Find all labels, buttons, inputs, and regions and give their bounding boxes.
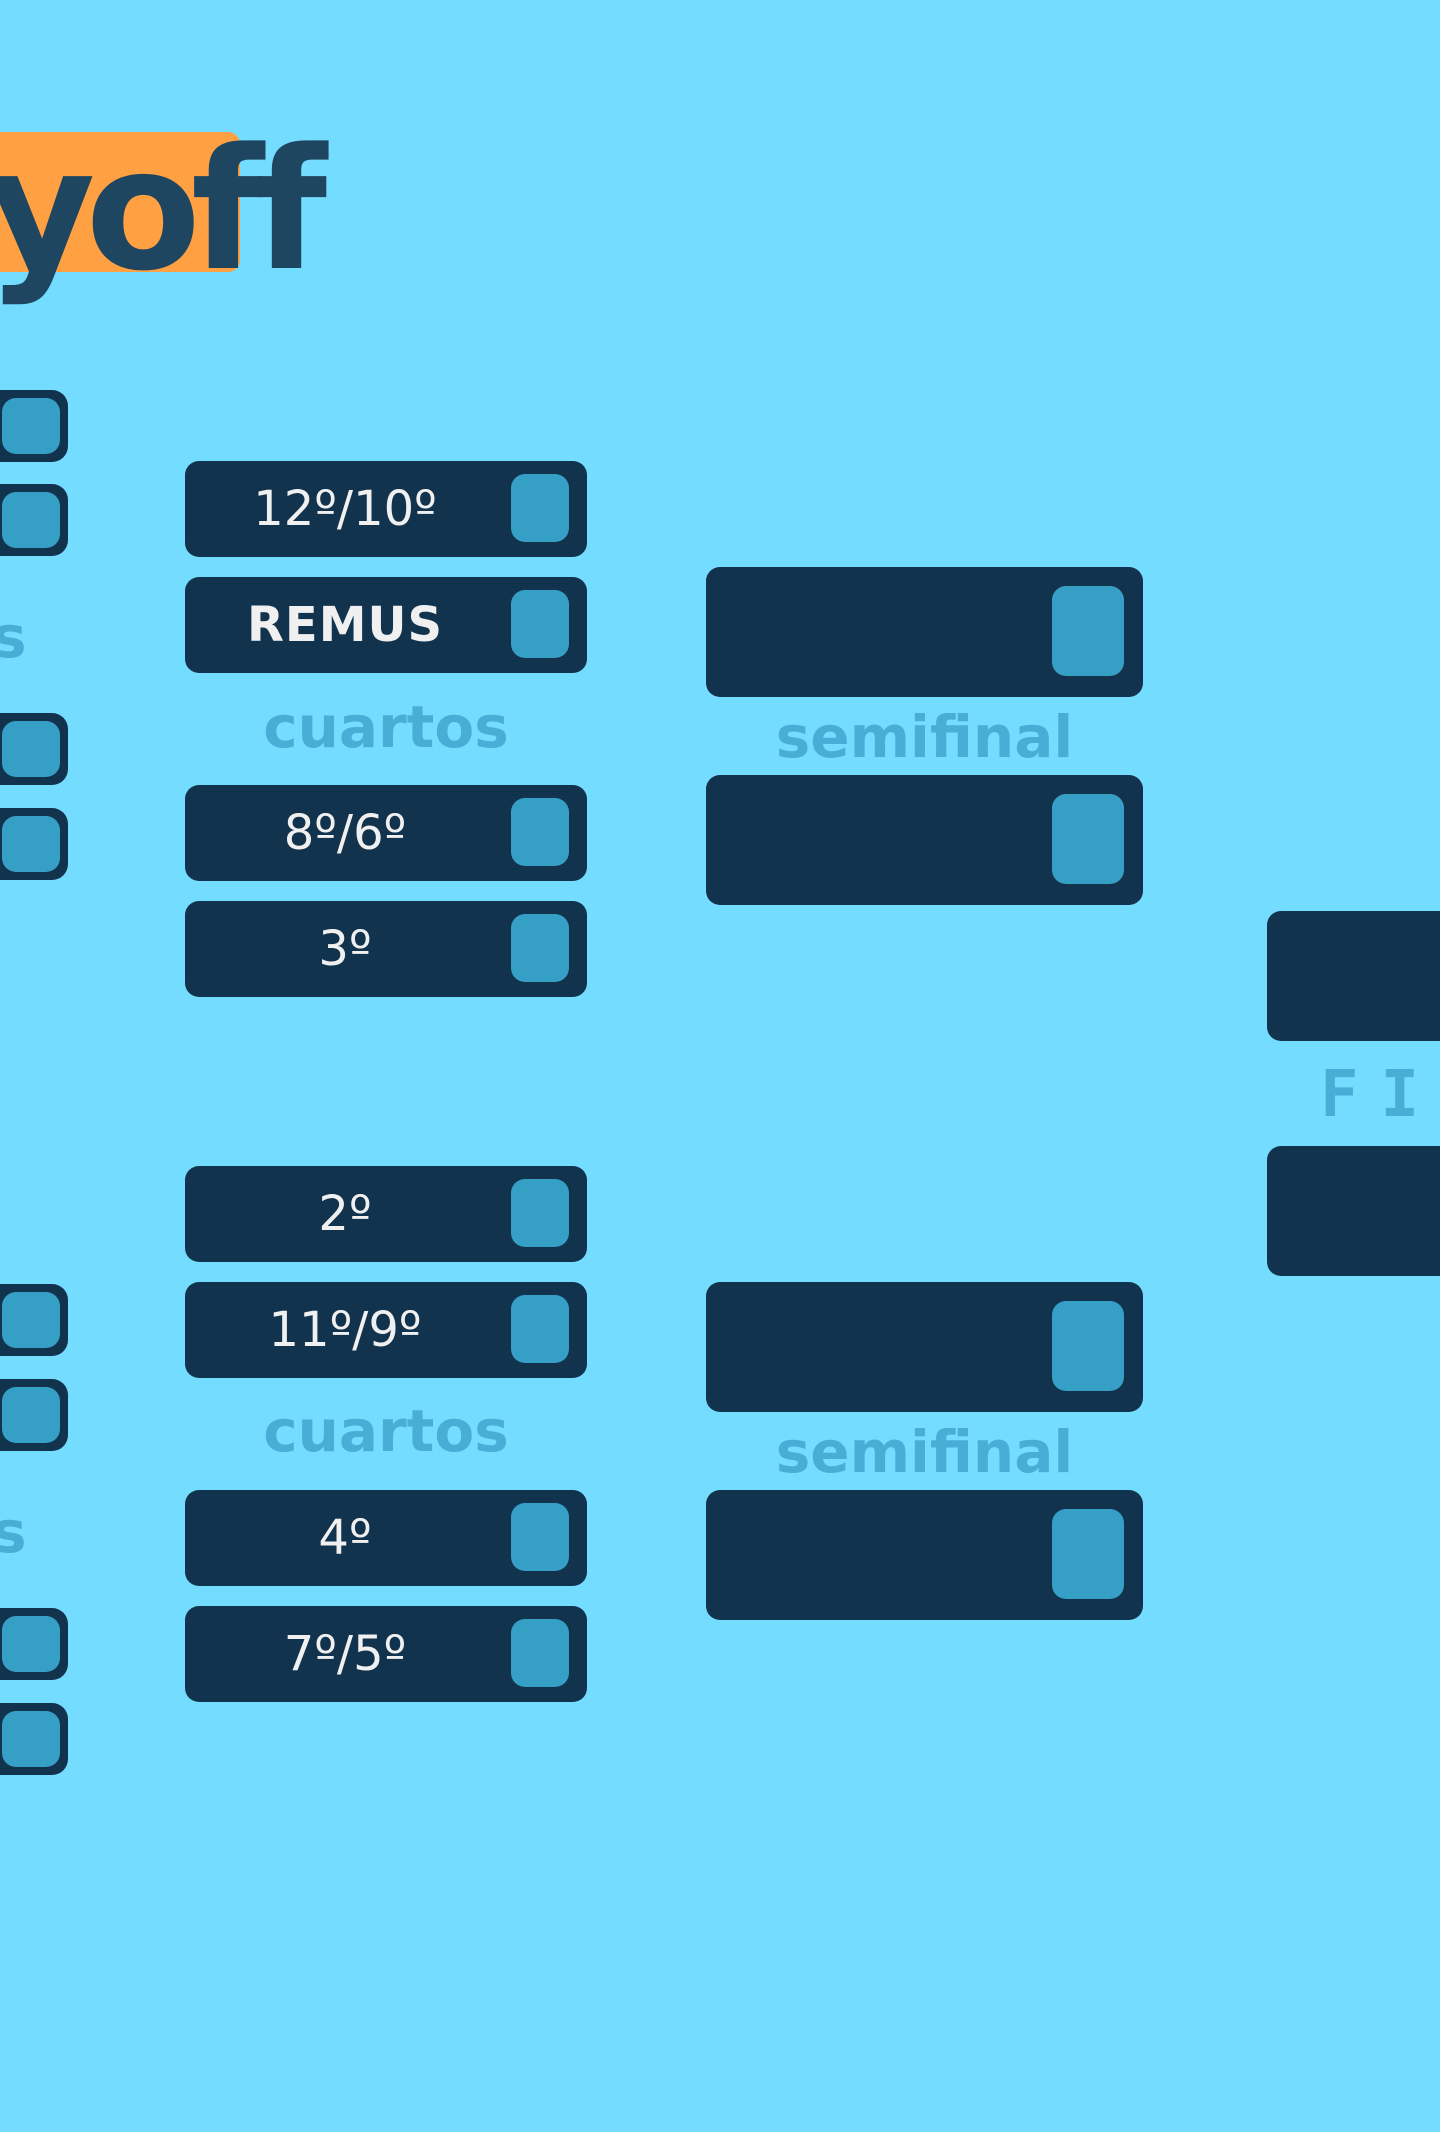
team-name: 8º/6º — [283, 805, 407, 861]
score-box[interactable] — [2, 1387, 60, 1443]
score-box[interactable] — [2, 721, 60, 777]
score-box[interactable] — [511, 1179, 569, 1247]
score-box[interactable] — [2, 492, 60, 548]
r16-slot[interactable] — [0, 484, 68, 556]
round-label-edge: s — [0, 603, 27, 671]
quarterfinal-slot[interactable]: REMUS — [185, 577, 587, 673]
title-text: yoff — [0, 112, 327, 308]
semifinal-slot[interactable] — [706, 775, 1143, 905]
round-label-cuartos: cuartos — [263, 1397, 509, 1465]
quarterfinal-slot[interactable]: 7º/5º — [185, 1606, 587, 1702]
round-label-semifinal: semifinal — [775, 1418, 1074, 1486]
quarterfinal-slot[interactable]: 3º — [185, 901, 587, 997]
score-box[interactable] — [1052, 586, 1124, 676]
score-box[interactable] — [2, 816, 60, 872]
score-box[interactable] — [511, 798, 569, 866]
quarterfinal-slot[interactable]: 11º/9º — [185, 1282, 587, 1378]
quarterfinal-slot[interactable]: 2º — [185, 1166, 587, 1262]
r16-slot[interactable] — [0, 713, 68, 785]
round-label-edge: s — [0, 1498, 27, 1566]
round-label-final: FI — [1320, 1058, 1440, 1132]
score-box[interactable] — [2, 1616, 60, 1672]
score-box[interactable] — [511, 1503, 569, 1571]
score-box[interactable] — [1052, 794, 1124, 884]
final-slot[interactable] — [1267, 1146, 1440, 1276]
score-box[interactable] — [511, 474, 569, 542]
team-name: 12º/10º — [253, 481, 437, 537]
semifinal-slot[interactable] — [706, 1490, 1143, 1620]
round-label-cuartos: cuartos — [263, 693, 509, 761]
score-box[interactable] — [1052, 1509, 1124, 1599]
quarterfinal-slot[interactable]: 8º/6º — [185, 785, 587, 881]
score-box[interactable] — [1052, 1301, 1124, 1391]
r16-slot[interactable] — [0, 1284, 68, 1356]
team-name: 2º — [318, 1186, 372, 1242]
team-name: 3º — [318, 921, 372, 977]
score-box[interactable] — [2, 1711, 60, 1767]
team-name: REMUS — [246, 597, 444, 653]
score-box[interactable] — [2, 1292, 60, 1348]
score-box[interactable] — [511, 1295, 569, 1363]
team-name: 7º/5º — [283, 1626, 407, 1682]
semifinal-slot[interactable] — [706, 567, 1143, 697]
final-slot[interactable] — [1267, 911, 1440, 1041]
r16-slot[interactable] — [0, 808, 68, 880]
quarterfinal-slot[interactable]: 4º — [185, 1490, 587, 1586]
title: yoff — [0, 112, 327, 322]
r16-slot[interactable] — [0, 390, 68, 462]
quarterfinal-slot[interactable]: 12º/10º — [185, 461, 587, 557]
semifinal-slot[interactable] — [706, 1282, 1143, 1412]
team-name: 11º/9º — [268, 1302, 422, 1358]
title-highlight — [0, 132, 240, 272]
r16-slot[interactable] — [0, 1379, 68, 1451]
team-name: 4º — [318, 1510, 372, 1566]
score-box[interactable] — [511, 590, 569, 658]
score-box[interactable] — [511, 1619, 569, 1687]
score-box[interactable] — [2, 398, 60, 454]
r16-slot[interactable] — [0, 1608, 68, 1680]
score-box[interactable] — [511, 914, 569, 982]
round-label-semifinal: semifinal — [775, 703, 1074, 771]
r16-slot[interactable] — [0, 1703, 68, 1775]
